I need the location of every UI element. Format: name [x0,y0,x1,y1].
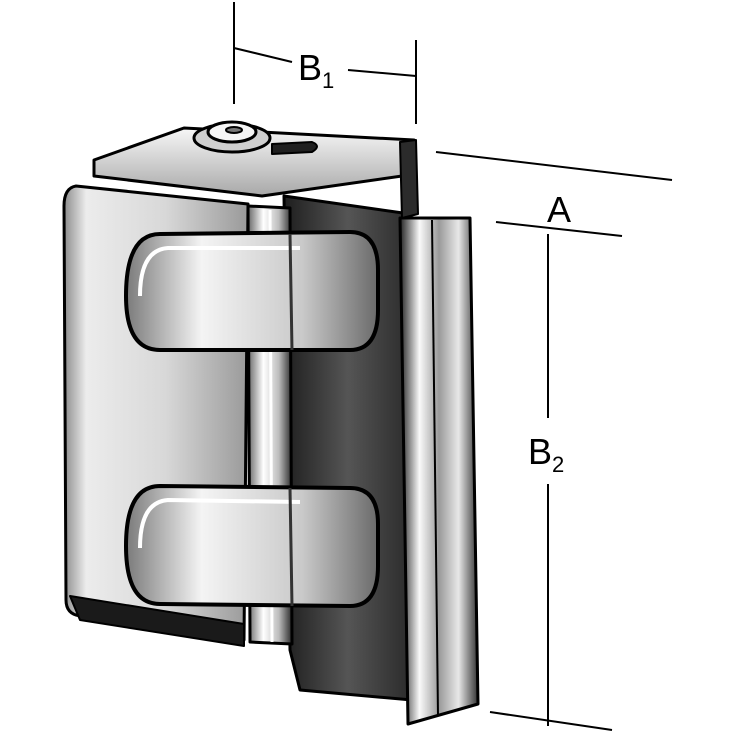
bracket-slot [271,141,318,155]
b1-dimension-line-left [233,47,293,63]
loop-bottom-highlight [138,498,301,549]
hinge-loop-top [124,230,380,352]
b2-label: B2 [528,431,564,477]
b1-label: B1 [298,47,334,93]
a-extension-top [435,151,673,181]
a-label: A [547,189,571,230]
screw-slot [225,126,243,134]
b1-dimension-line-right [347,69,417,77]
hinge-loop-bottom [124,484,380,608]
hinge-side-bar [398,216,480,726]
loop-top-highlight [138,246,300,297]
hinge-top-bracket-side [399,139,419,219]
a-extension-bottom [495,221,623,237]
dimension-lines [233,2,673,731]
loop-top-pin-joint [288,233,294,351]
side-bar-edge [431,219,439,717]
loop-bottom-pin-joint [288,487,294,607]
hinge-illustration [62,120,480,726]
b2-extension-bottom [489,711,613,731]
hinge-leaf-shadow [69,595,245,647]
